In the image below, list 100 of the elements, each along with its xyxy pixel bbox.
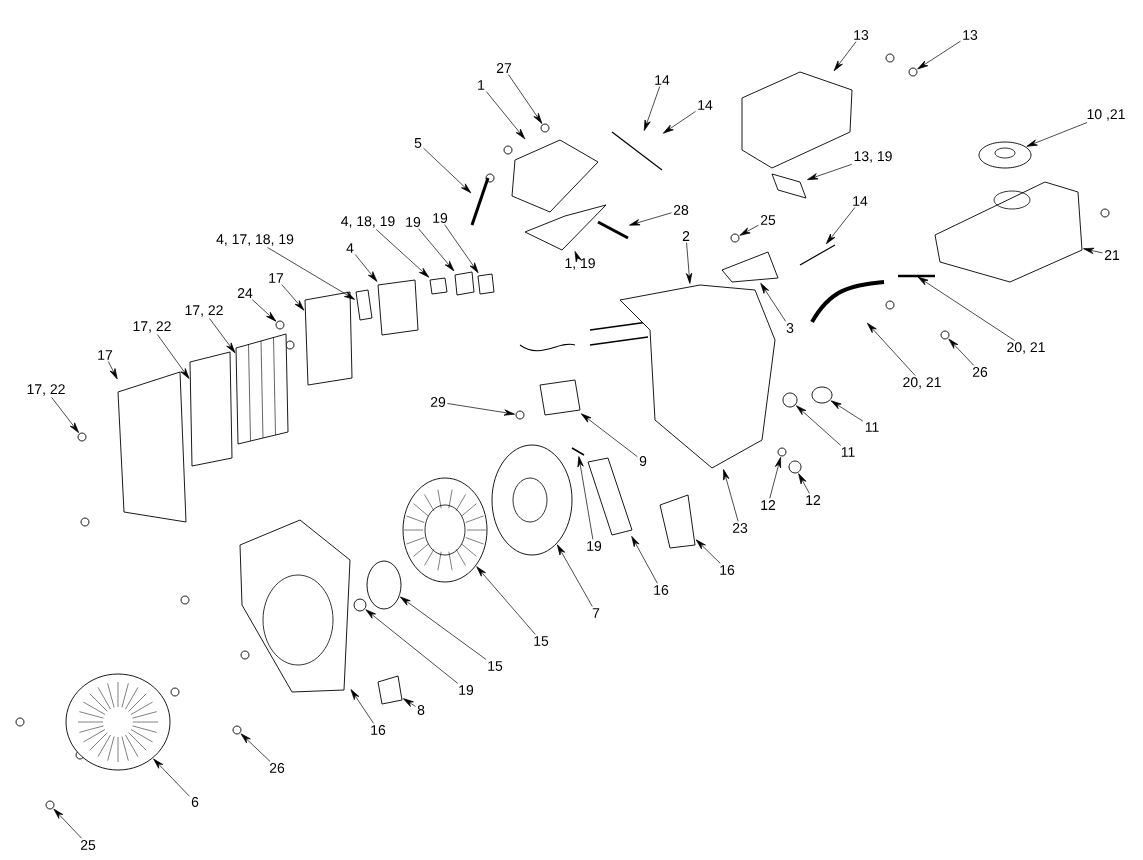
leader-line xyxy=(574,251,582,263)
pin-drawing xyxy=(571,447,585,456)
leader-line xyxy=(580,413,638,458)
leader-line xyxy=(631,536,658,584)
callout-number: 23 xyxy=(732,523,748,533)
gasket-drawing xyxy=(524,204,607,251)
callout-number: 12 xyxy=(761,500,776,510)
starter-cup-drawing xyxy=(366,560,402,610)
callout-number: 1 xyxy=(478,80,485,90)
drain-plug-drawing xyxy=(777,447,787,457)
leader-line xyxy=(153,758,190,797)
callout-number: 21 xyxy=(1104,250,1120,260)
leader-line xyxy=(577,456,594,540)
bolt-drawing xyxy=(908,67,918,77)
gasket-drawing xyxy=(355,289,373,321)
fuel-hose-drawing xyxy=(810,280,885,324)
bracket-drawing xyxy=(611,131,663,171)
leader-line xyxy=(447,403,515,416)
callout-number: 2 xyxy=(682,231,690,241)
leader-line xyxy=(557,544,593,607)
leader-line xyxy=(267,247,355,300)
leader-line xyxy=(251,299,277,322)
leader-line xyxy=(209,318,236,354)
leader-line xyxy=(867,322,916,376)
leader-line xyxy=(508,74,543,124)
callout-number: 17, 22 xyxy=(27,384,65,396)
leader-line xyxy=(833,41,857,72)
callout-number: 17 xyxy=(269,273,284,283)
filter-grid-drawing xyxy=(235,333,289,445)
callout-number: 19 xyxy=(587,541,602,551)
callout-number: 16 xyxy=(654,585,669,595)
filter-element-drawing xyxy=(189,351,233,467)
bolt-drawing xyxy=(940,330,950,340)
gasket-drawing xyxy=(477,273,495,295)
callout-number: 4, 18, 19 xyxy=(341,216,395,228)
bolt-drawing xyxy=(232,725,242,735)
callout-number: 25 xyxy=(760,215,776,225)
leader-line xyxy=(476,566,536,635)
leader-line xyxy=(796,405,842,446)
callout-number: 1, 19 xyxy=(565,258,595,270)
air-filter-cover-drawing xyxy=(117,371,187,523)
callout-number: 4, 17, 18, 19 xyxy=(216,234,294,246)
leader-line xyxy=(485,91,526,140)
callout-number: 16 xyxy=(371,725,386,735)
flywheel-drawing xyxy=(491,444,573,556)
callout-number: 14 xyxy=(698,100,713,110)
callout-number: 11 xyxy=(865,422,879,432)
callout-number: 13 xyxy=(963,30,978,40)
leader-line xyxy=(350,689,374,724)
bolt-drawing xyxy=(275,320,285,330)
filter-base-drawing xyxy=(304,291,353,386)
callout-number: 14 xyxy=(853,196,868,206)
intake-cover-drawing xyxy=(511,139,599,213)
pipe-drawing xyxy=(470,177,490,226)
bolt-drawing xyxy=(45,800,55,810)
callout-number: 8 xyxy=(417,705,425,715)
engine-block-drawing xyxy=(619,284,776,469)
knob-drawing xyxy=(377,675,403,705)
leader-line xyxy=(1026,122,1088,147)
callout-number: 26 xyxy=(972,367,988,377)
bolt-drawing xyxy=(77,432,87,442)
callout-number: 9 xyxy=(639,456,647,466)
leader-line xyxy=(375,229,430,278)
gasket-drawing xyxy=(429,277,448,295)
bolt-drawing xyxy=(730,233,740,243)
leader-line xyxy=(662,111,696,134)
callout-number: 11 xyxy=(841,447,855,457)
callout-number: 15 xyxy=(534,636,549,646)
callout-number: 12 xyxy=(806,495,821,505)
leader-line xyxy=(418,228,455,272)
callout-number: 20, 21 xyxy=(903,377,941,389)
bolt-drawing xyxy=(515,410,525,420)
leader-line xyxy=(760,282,786,322)
plate-drawing xyxy=(587,457,633,536)
leader-line xyxy=(948,338,975,366)
callout-number: 13 xyxy=(854,30,869,40)
leader-line xyxy=(240,733,271,762)
leader-line xyxy=(281,284,305,311)
leader-line xyxy=(917,40,961,70)
fuel-valve-drawing xyxy=(898,274,935,278)
leader-line xyxy=(400,596,487,660)
fan-drawing xyxy=(402,477,488,583)
callout-number: 16 xyxy=(720,565,735,575)
leader-line xyxy=(1083,247,1103,254)
washer-drawing xyxy=(782,392,798,408)
leader-line xyxy=(769,457,781,499)
bolt-drawing xyxy=(540,123,550,133)
leader-line xyxy=(643,86,661,131)
callout-number: 26 xyxy=(269,763,285,773)
leader-line xyxy=(108,361,118,380)
callout-number: 19 xyxy=(406,217,421,227)
callout-number: 7 xyxy=(592,608,600,618)
nut-drawing xyxy=(353,598,367,612)
leader-line xyxy=(423,147,472,194)
callout-number: 15 xyxy=(488,661,503,671)
leader-line xyxy=(826,207,856,245)
leader-line xyxy=(830,400,864,422)
callout-number: 13, 19 xyxy=(854,151,892,163)
bracket-drawing xyxy=(799,244,836,266)
leader-line xyxy=(365,609,459,684)
